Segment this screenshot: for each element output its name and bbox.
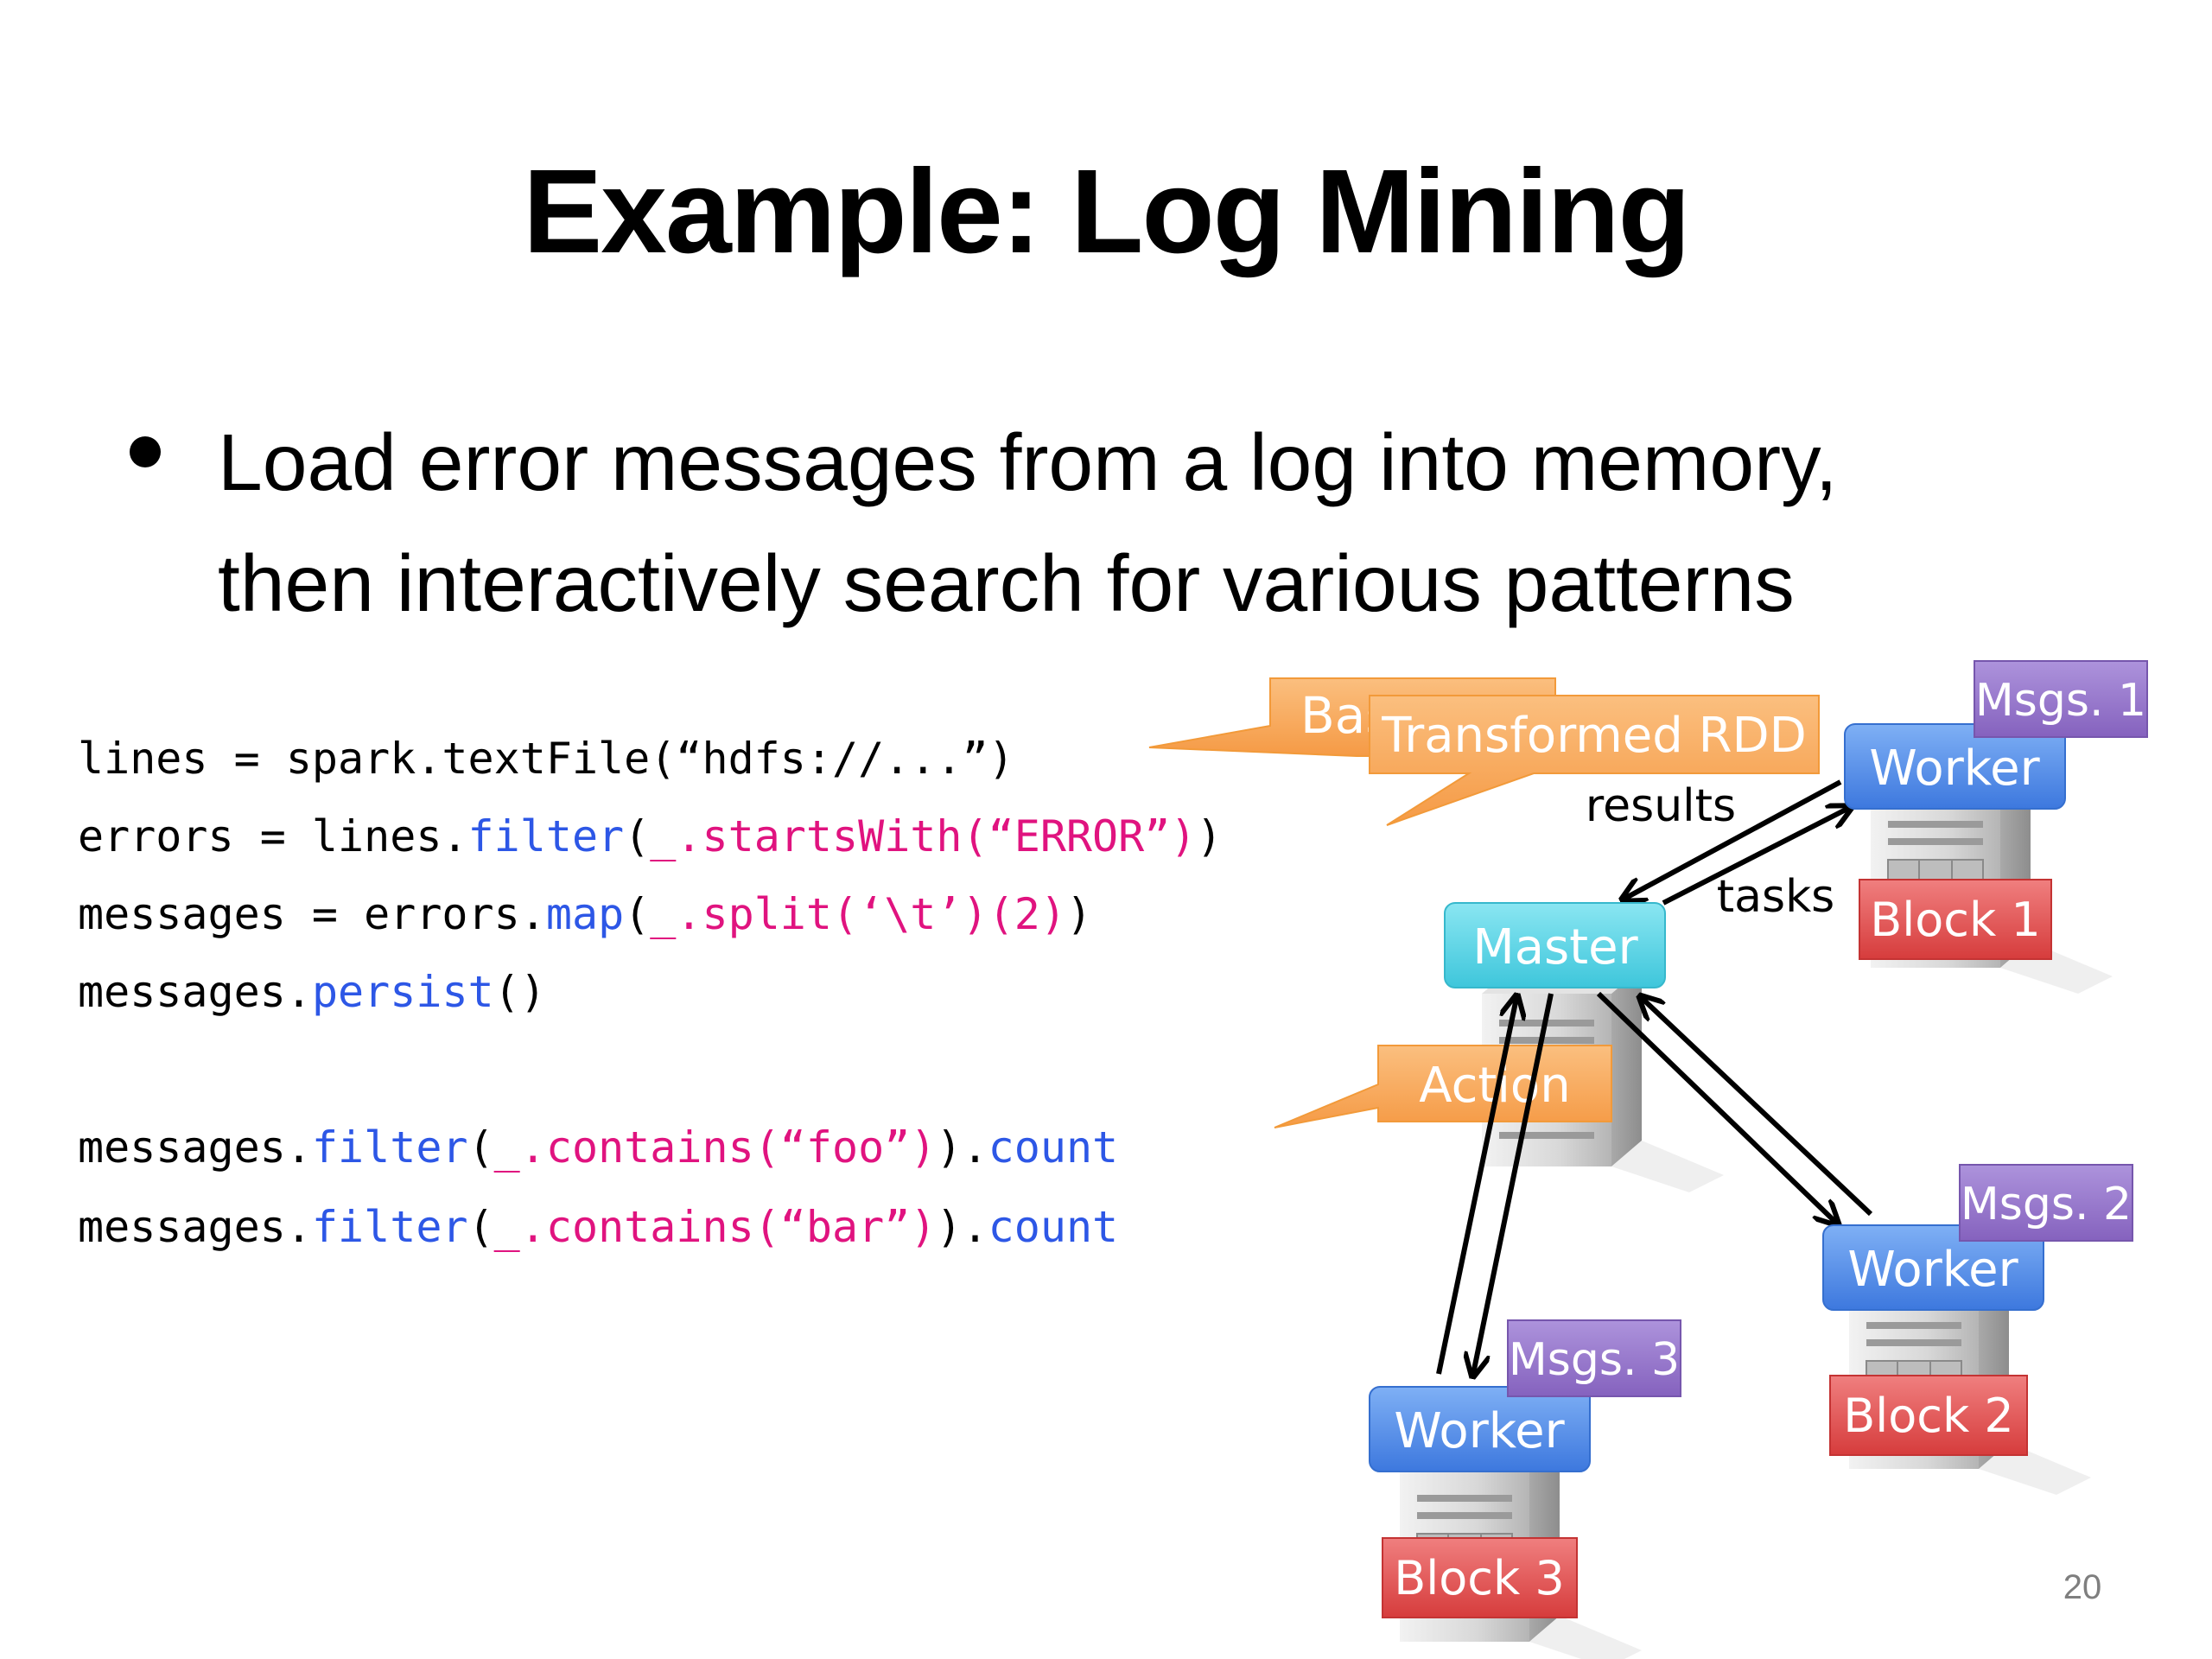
code-string: _.startsWith(“ERROR”) (650, 811, 1197, 861)
code-line-6: messages.filter(_.contains(“bar”)).count (78, 1201, 1118, 1253)
code-text: ( (467, 1202, 494, 1252)
code-line-3: messages = errors.map(_.split(‘\t’)(2)) (78, 888, 1092, 940)
callout-transformed-rdd: Transformed RDD (1369, 695, 1820, 826)
block-label: Block 2 (1843, 1389, 2014, 1443)
worker-label: Worker (1847, 1242, 2018, 1298)
code-text: errors = lines. (78, 811, 468, 861)
msgs-2-badge: Msgs. 2 (1959, 1164, 2133, 1242)
code-keyword: filter (467, 811, 625, 861)
block-1-badge: Block 1 (1859, 879, 2052, 960)
arrow-from-worker-3 (1436, 998, 1516, 1375)
code-text: ( (624, 811, 651, 861)
slide-title: Example: Log Mining (523, 145, 1691, 278)
code-text: ) (1196, 811, 1223, 861)
code-line-5: messages.filter(_.contains(“foo”)).count (78, 1122, 1118, 1173)
arrow-from-worker-2 (1642, 998, 1873, 1217)
worker-label: Worker (1869, 741, 2040, 797)
code-text: () (493, 967, 546, 1017)
code-text: messages. (78, 967, 312, 1017)
code-text: messages = errors. (78, 889, 546, 939)
msgs-label: Msgs. 1 (1975, 675, 2146, 727)
master-label: Master (1472, 919, 1638, 976)
arrow-results (1624, 779, 1842, 899)
worker-label: Worker (1394, 1403, 1565, 1459)
code-keyword: count (988, 1122, 1119, 1173)
code-text: messages. (78, 1202, 312, 1252)
arrow-to-worker-3 (1473, 993, 1554, 1374)
bullet-line-1: Load error messages from a log into memo… (218, 417, 1838, 507)
bullet-line-2: then interactively search for various pa… (218, 538, 1795, 628)
code-line-2: errors = lines.filter(_.startsWith(“ERRO… (78, 810, 1223, 862)
code-string: _.contains(“foo”) (493, 1122, 937, 1173)
arrow-tasks (1662, 808, 1849, 906)
block-label: Block 1 (1870, 893, 2041, 947)
arrow-to-worker-2 (1596, 991, 1836, 1223)
code-keyword: map (545, 889, 625, 939)
block-label: Block 3 (1394, 1551, 1565, 1605)
callout-action: Action (1274, 1045, 1612, 1128)
msgs-3-badge: Msgs. 3 (1507, 1319, 1681, 1397)
bullet-icon (130, 436, 161, 467)
code-text: ). (936, 1122, 988, 1173)
code-text: ) (1065, 889, 1093, 939)
code-string: _.split(‘\t’)(2) (650, 889, 1066, 939)
worker-1-node: Worker (1844, 723, 2066, 810)
arrows (1436, 779, 1873, 1375)
code-line-1: lines = spark.textFile(“hdfs://...”) (78, 733, 1014, 785)
code-text: ( (467, 1122, 494, 1173)
msgs-label: Msgs. 2 (1961, 1179, 2132, 1230)
code-keyword: filter (311, 1122, 468, 1173)
code-keyword: persist (311, 967, 494, 1017)
block-3-badge: Block 3 (1382, 1537, 1578, 1618)
msgs-1-badge: Msgs. 1 (1974, 660, 2148, 738)
code-text: ( (624, 889, 651, 939)
code-text: messages. (78, 1122, 312, 1173)
msgs-label: Msgs. 3 (1509, 1334, 1680, 1386)
code-text: ). (936, 1202, 988, 1252)
code-keyword: count (988, 1202, 1119, 1252)
page-number: 20 (2063, 1568, 2102, 1606)
code-line-4: messages.persist() (78, 966, 546, 1018)
worker-3-node: Worker (1369, 1386, 1591, 1472)
edge-label-results: results (1586, 780, 1736, 832)
edge-label-tasks: tasks (1717, 871, 1835, 923)
code-keyword: filter (311, 1202, 468, 1252)
code-string: _.contains(“bar”) (493, 1202, 937, 1252)
worker-2-node: Worker (1822, 1224, 2044, 1311)
master-node: Master (1444, 902, 1666, 988)
code-text: lines = spark.textFile(“hdfs://...”) (78, 734, 1014, 784)
block-2-badge: Block 2 (1829, 1375, 2028, 1456)
callout-transformed-rdd-label: Transformed RDD (1381, 708, 1807, 764)
